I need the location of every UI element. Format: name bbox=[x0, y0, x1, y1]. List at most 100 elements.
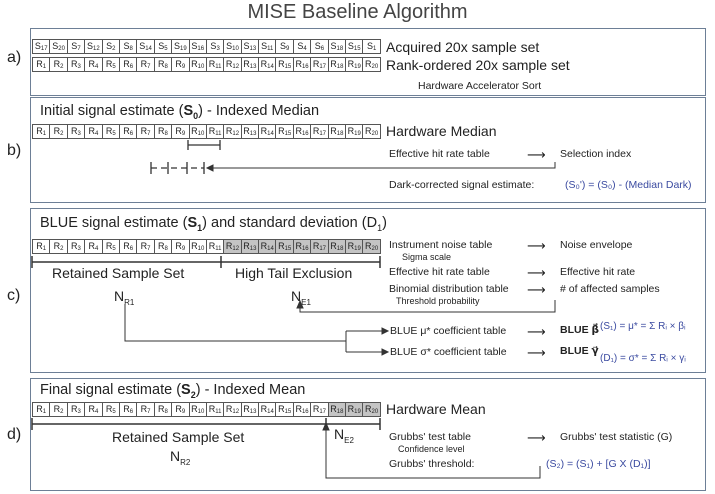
sample-cell: R8 bbox=[153, 57, 173, 72]
sample-cell: R17 bbox=[310, 239, 329, 254]
sample-cell: R18 bbox=[327, 124, 347, 139]
threshold-probability-label: Threshold probability bbox=[396, 296, 480, 306]
s1-formula: (S₁) = μ* = Σ Rᵢ × βᵢ bbox=[600, 321, 686, 332]
blue-mu-table-label: BLUE μ* coefficient table bbox=[390, 325, 507, 337]
blue-gamma-label: BLUE γ⃗ bbox=[560, 345, 599, 357]
sample-cell: R3 bbox=[66, 402, 86, 417]
sample-cell: R4 bbox=[84, 57, 103, 72]
sigma-scale-label: Sigma scale bbox=[402, 252, 452, 262]
sample-cell: S10 bbox=[223, 39, 242, 54]
grubbs-table-label: Grubbs' test table bbox=[389, 431, 471, 443]
sample-cell: R17 bbox=[310, 57, 329, 72]
sample-cell: R1 bbox=[32, 57, 51, 72]
selection-feedback-line bbox=[207, 162, 556, 169]
arrow-right-icon: ⟶ bbox=[527, 430, 546, 445]
high-tail-exclusion: High Tail Exclusion bbox=[235, 265, 353, 281]
hardware-median-label: Hardware Median bbox=[386, 123, 497, 139]
sample-cell: R14 bbox=[258, 124, 277, 139]
panel-a-label: a) bbox=[7, 49, 22, 66]
panel-d-heading: Final signal estimate (S2) - Indexed Mea… bbox=[40, 382, 306, 400]
binomial-table-label: Binomial distribution table bbox=[389, 283, 509, 295]
sample-cell: R20 bbox=[362, 402, 381, 417]
sample-cell: S12 bbox=[84, 39, 103, 54]
sample-cell: R7 bbox=[136, 239, 155, 254]
sample-cell: R20 bbox=[362, 239, 381, 254]
retained-sample-set-c: Retained Sample Set bbox=[52, 265, 185, 281]
sample-cell: R11 bbox=[205, 402, 225, 417]
threshold-feedback-line bbox=[325, 428, 541, 479]
instrument-noise-table-label: Instrument noise table bbox=[389, 239, 493, 251]
dark-corrected-label: Dark-corrected signal estimate: bbox=[389, 179, 535, 191]
sample-cell: R20 bbox=[362, 57, 381, 72]
sample-cell: S1 bbox=[362, 39, 381, 54]
arrow-right-icon: ⟶ bbox=[527, 265, 546, 280]
sample-cell: R16 bbox=[292, 57, 312, 72]
arrow-right-icon: ⟶ bbox=[527, 282, 546, 297]
sample-cell: R2 bbox=[49, 402, 68, 417]
panel-b-label: b) bbox=[7, 142, 22, 159]
sample-cell: R3 bbox=[66, 124, 86, 139]
panel-b-heading: Initial signal estimate (S0) - Indexed M… bbox=[40, 103, 320, 121]
sample-cell: R20 bbox=[362, 124, 381, 139]
affected-feedback-line bbox=[299, 300, 556, 313]
panel-b bbox=[30, 97, 706, 203]
dark-corrected-formula: (S₀') = (S₀) - (Median Dark) bbox=[565, 179, 692, 191]
selection-index-label: Selection index bbox=[560, 148, 632, 160]
sample-cell: R13 bbox=[240, 57, 260, 72]
noise-envelope-label: Noise envelope bbox=[560, 239, 633, 251]
d1-formula: (D₁) = σ* = Σ Rᵢ × γᵢ bbox=[600, 353, 686, 364]
sample-cell: R1 bbox=[32, 402, 51, 417]
hit-rate-table-label: Effective hit rate table bbox=[389, 148, 490, 160]
sample-cell: R17 bbox=[310, 402, 329, 417]
sample-cell: S15 bbox=[345, 39, 364, 54]
panel-d bbox=[30, 378, 706, 491]
panel-c-heading: BLUE signal estimate (S1) and standard d… bbox=[40, 215, 387, 233]
affected-samples-label: # of affected samples bbox=[560, 283, 660, 295]
arrow-right-icon: ⟶ bbox=[527, 238, 546, 253]
grubbs-statistic-label: Grubbs' test statistic (G) bbox=[560, 431, 673, 443]
sample-cell: R11 bbox=[205, 124, 225, 139]
panel-d-label: d) bbox=[7, 426, 22, 443]
panel-a bbox=[30, 28, 706, 96]
sample-cell: R17 bbox=[310, 124, 329, 139]
hit-rate-table-c-label: Effective hit rate table bbox=[389, 266, 490, 278]
arrow-right-icon: ⟶ bbox=[527, 147, 546, 162]
sample-cell: S16 bbox=[188, 39, 207, 54]
sample-cell: R12 bbox=[223, 239, 242, 254]
sample-cell: S19 bbox=[171, 39, 190, 54]
arrow-right-icon: ⟶ bbox=[527, 324, 546, 339]
rank-ordered-label: Rank-ordered 20x sample set bbox=[386, 57, 570, 73]
nr2-label: NR2 bbox=[170, 448, 191, 467]
acquired-label: Acquired 20x sample set bbox=[386, 39, 540, 55]
panel-c bbox=[30, 208, 706, 373]
ne1-label: NE1 bbox=[291, 288, 311, 307]
hardware-mean-label: Hardware Mean bbox=[386, 401, 486, 417]
blue-sigma-table-label: BLUE σ* coefficient table bbox=[390, 346, 507, 358]
confidence-level-label: Confidence level bbox=[398, 444, 465, 454]
sample-cell: R12 bbox=[223, 57, 242, 72]
grubbs-threshold-formula: (S₂) = (S₁) + [G X (D₁)] bbox=[546, 458, 651, 470]
ne2-label: NE2 bbox=[334, 426, 354, 445]
panel-c-label: c) bbox=[7, 287, 21, 304]
sample-cell: S13 bbox=[240, 39, 260, 54]
sample-cell: R14 bbox=[258, 57, 277, 72]
sample-cell: R13 bbox=[240, 239, 260, 254]
diagram-title: MISE Baseline Algorithm bbox=[247, 1, 468, 23]
sample-cell: R12 bbox=[223, 402, 242, 417]
sample-cell: R11 bbox=[205, 57, 225, 72]
sample-cell: R14 bbox=[258, 402, 277, 417]
hardware-sort-label: Hardware Accelerator Sort bbox=[418, 80, 542, 92]
retained-sample-set-d: Retained Sample Set bbox=[112, 429, 245, 445]
effective-hit-rate-label: Effective hit rate bbox=[560, 266, 636, 278]
grubbs-threshold-label: Grubbs' threshold: bbox=[389, 458, 475, 470]
sample-cell: S20 bbox=[49, 39, 68, 54]
sample-cell: S7 bbox=[66, 39, 86, 54]
arrow-right-icon: ⟶ bbox=[527, 345, 546, 360]
sample-cell: R1 bbox=[32, 124, 51, 139]
